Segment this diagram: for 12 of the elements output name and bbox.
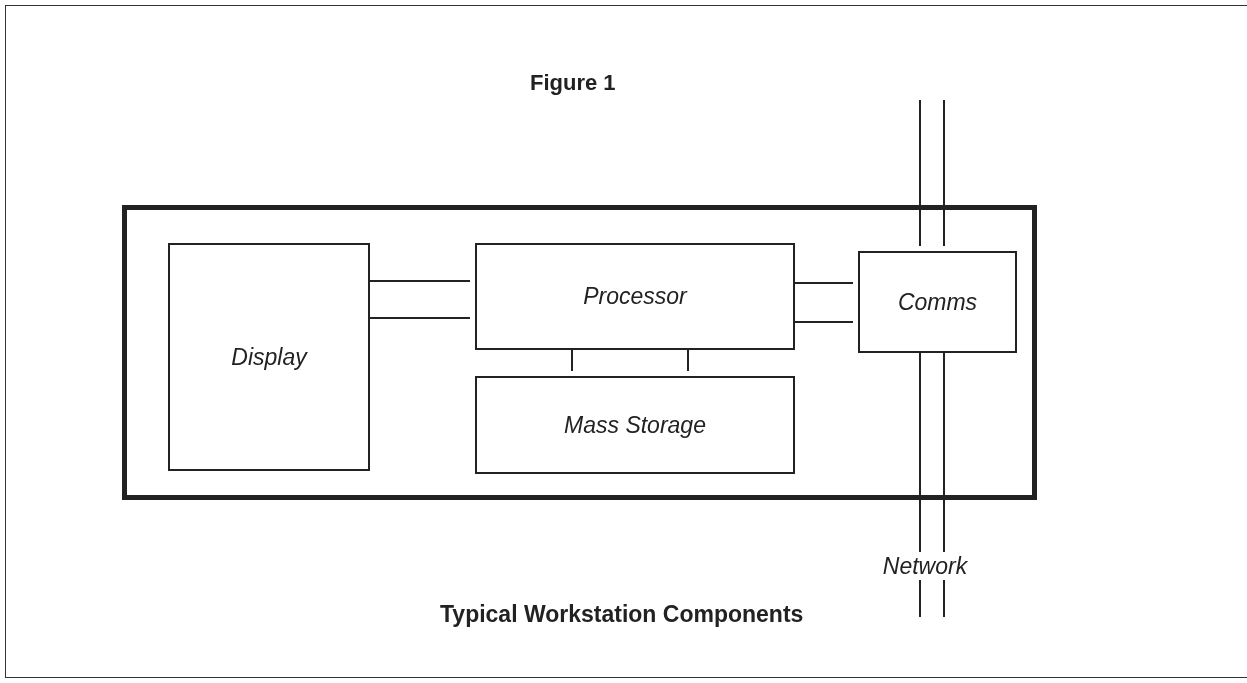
component-box: Processor [475,243,795,350]
component-box: Mass Storage [475,376,795,474]
bus-line [919,579,921,618]
workstation-box [122,205,1037,500]
component-box: Display [168,243,370,471]
component-box: Comms [858,251,1017,353]
figure-caption: Typical Workstation Components [440,600,804,629]
bus-line [943,99,945,247]
bus-line [919,99,921,247]
network-label: Network [872,552,978,580]
bus-line [943,579,945,618]
figure-title: Figure 1 [530,69,616,97]
